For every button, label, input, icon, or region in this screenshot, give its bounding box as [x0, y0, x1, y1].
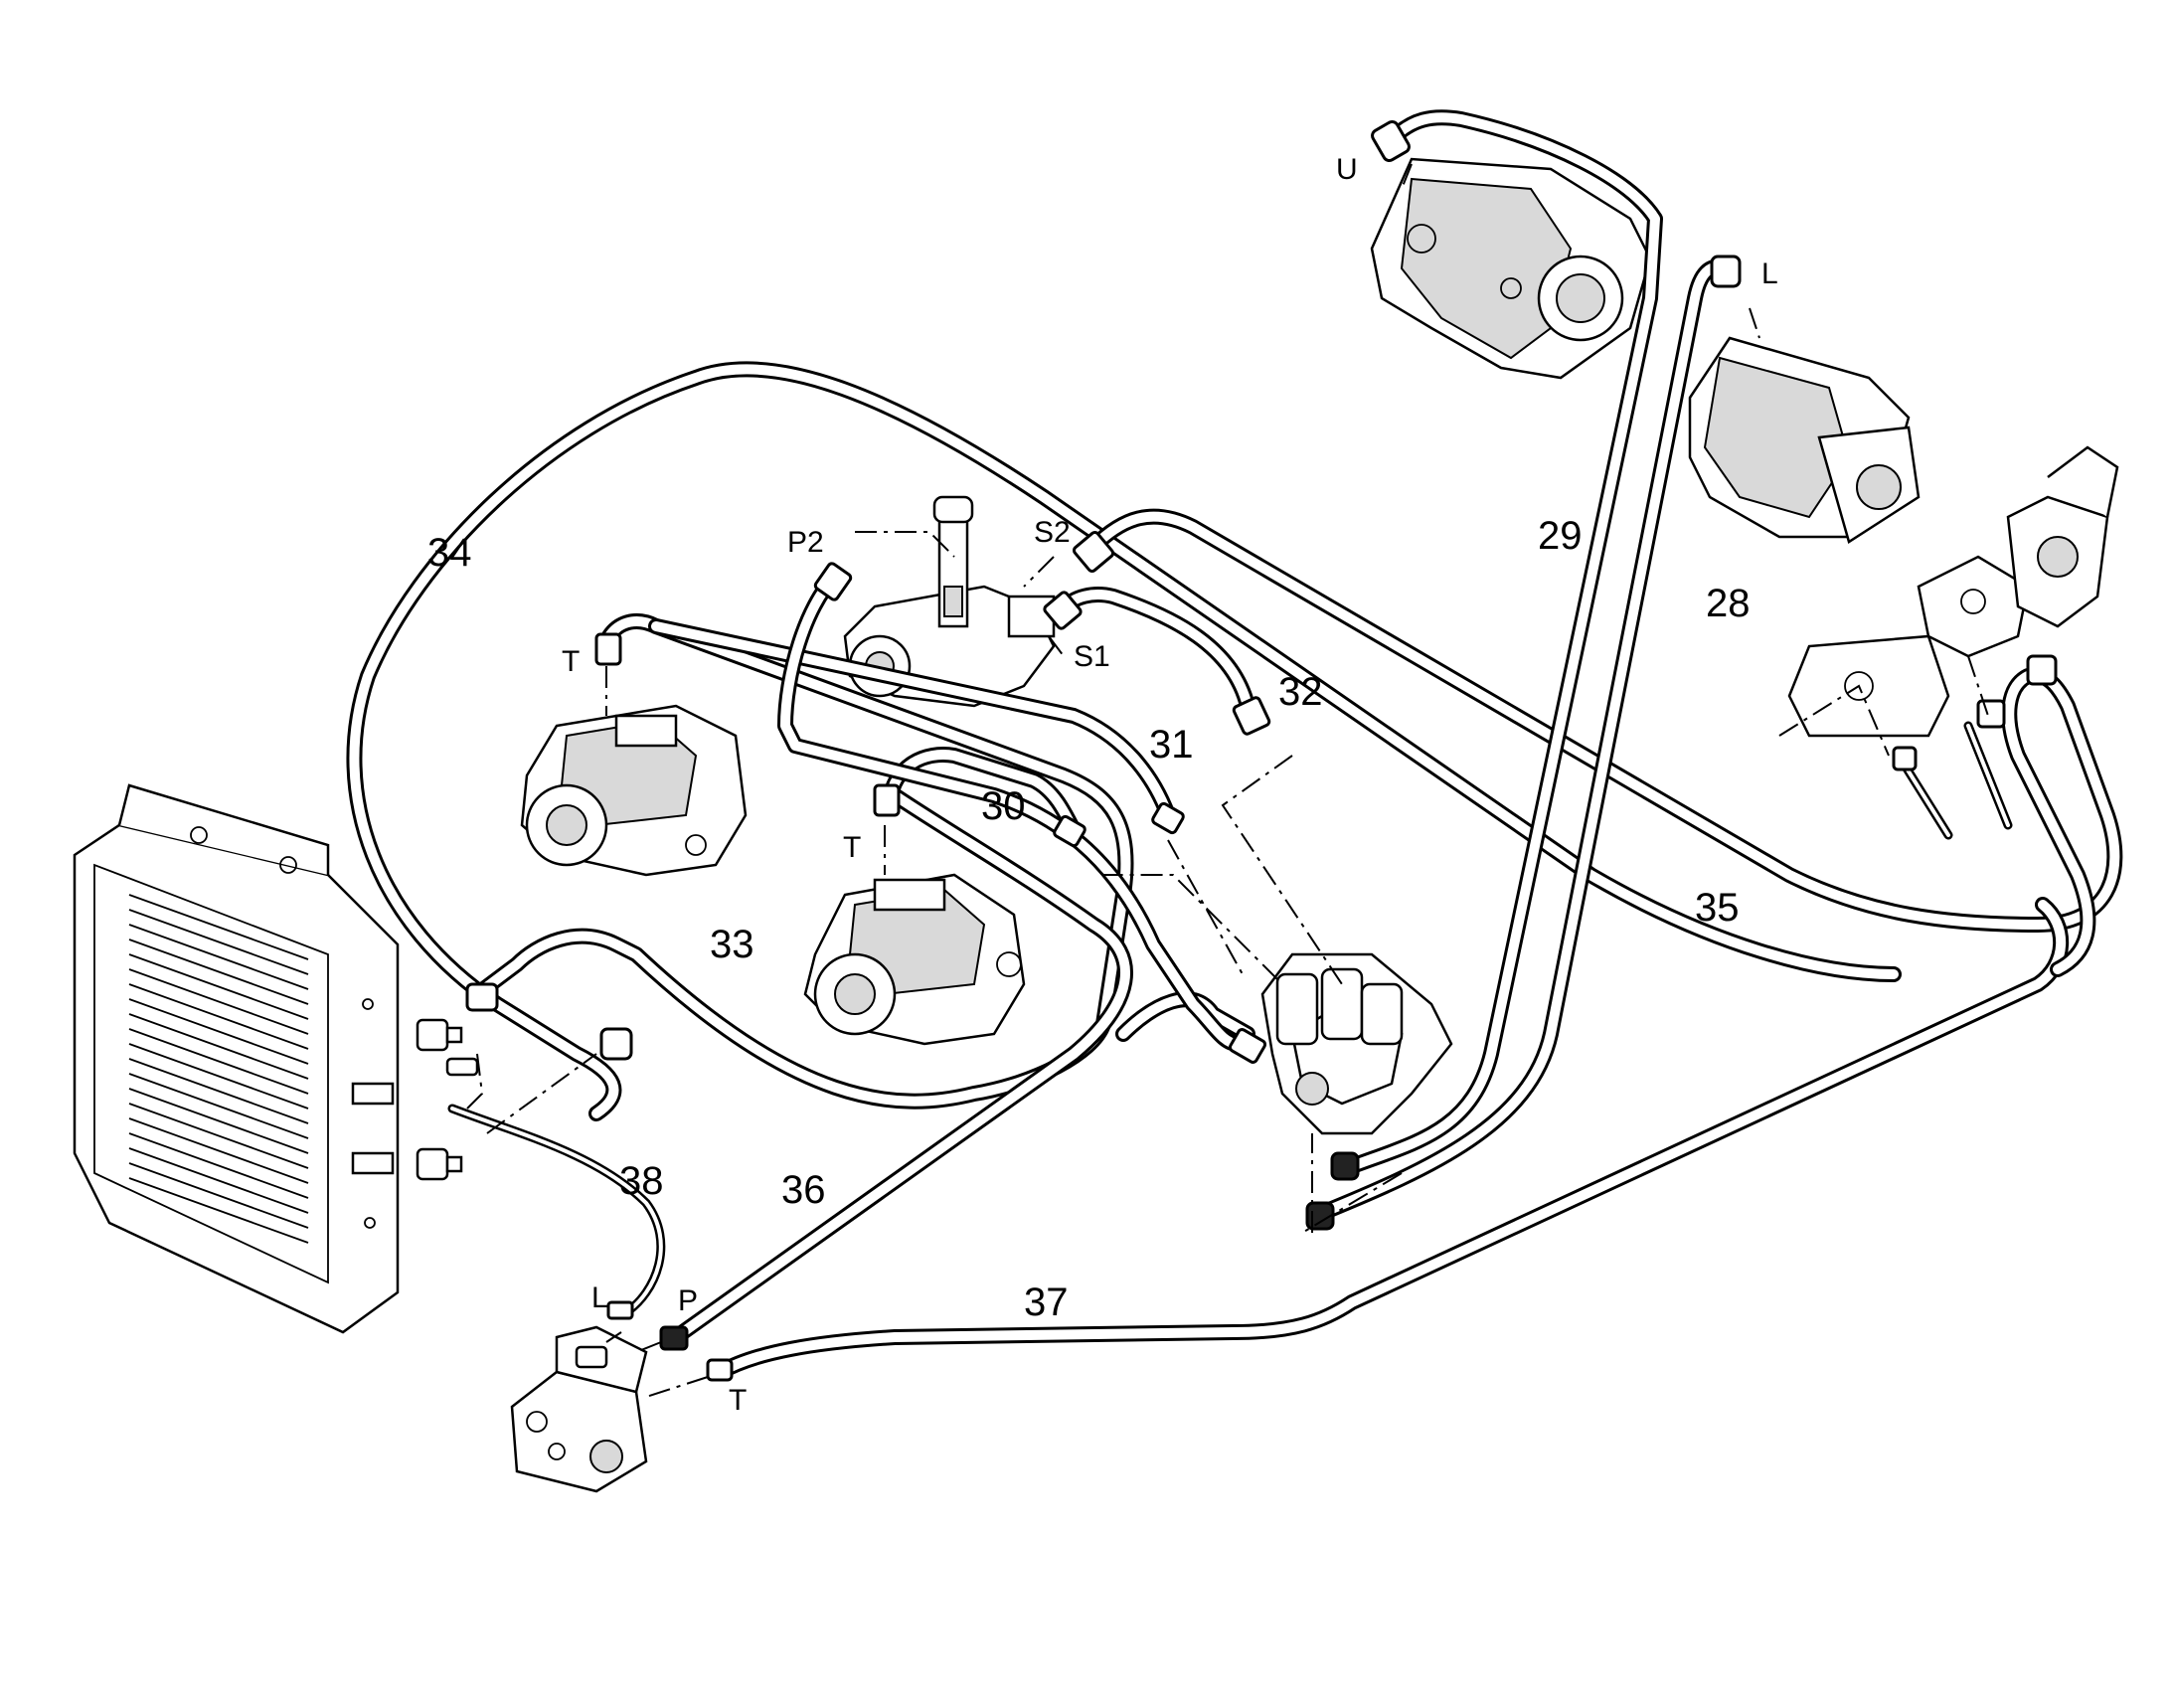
hose-28	[1314, 258, 1733, 1221]
hose-right-loop	[1894, 668, 2096, 977]
callout-32: 32	[1278, 670, 1323, 714]
callout-30: 30	[981, 784, 1026, 828]
port-label-p2: P2	[787, 526, 824, 559]
hose-29	[1339, 109, 1663, 1176]
callout-34: 34	[427, 531, 472, 575]
port-label-p-bottom: P	[678, 1284, 698, 1317]
port-label-s2: S2	[1034, 516, 1071, 549]
pump-left	[520, 704, 748, 877]
callout-31: 31	[1149, 723, 1194, 767]
callout-29: 29	[1538, 514, 1583, 558]
hose-35	[1086, 508, 2123, 933]
hose-32	[1056, 587, 1255, 714]
port-label-t-left: T	[562, 645, 580, 678]
cooler-port-fittings	[416, 1018, 479, 1181]
port-label-l-top: L	[1761, 257, 1778, 290]
port-label-u: U	[1336, 153, 1358, 186]
hose-37	[713, 897, 2070, 1380]
callout-37: 37	[1024, 1281, 1069, 1324]
central-manifold	[1260, 952, 1453, 1135]
port-label-t-middle: T	[843, 831, 861, 864]
hose-fittings	[465, 119, 2058, 1382]
motor-l	[1688, 336, 1921, 544]
port-label-s1: S1	[1074, 640, 1110, 673]
callout-35: 35	[1695, 886, 1740, 930]
hose-31	[648, 618, 1176, 823]
hose-p2	[777, 569, 1246, 1052]
oil-cooler	[73, 783, 400, 1334]
hose-38	[447, 1104, 666, 1317]
hose-33-branch	[1115, 991, 1255, 1042]
port-labels: U L P2 S2 S1 T T L P T	[562, 153, 1778, 1417]
pump-middle	[803, 873, 1026, 1046]
callout-38: 38	[619, 1159, 664, 1203]
right-valve-cluster	[1787, 445, 2119, 738]
callout-33: 33	[710, 923, 754, 966]
hose-33	[469, 613, 1134, 1110]
callout-labels: 28 29 30 31 32 33 34 35 36 37 38	[427, 514, 1751, 1324]
callout-28: 28	[1706, 582, 1751, 625]
hose-36	[668, 787, 1133, 1345]
port-label-t-bottom: T	[729, 1384, 747, 1417]
leader-lines	[466, 163, 1989, 1398]
motor-u	[1370, 157, 1652, 380]
hose-34	[346, 361, 1902, 1121]
callout-36: 36	[781, 1168, 826, 1212]
bottom-valve-block	[510, 1325, 648, 1493]
port-label-l-bottom: L	[591, 1281, 608, 1314]
